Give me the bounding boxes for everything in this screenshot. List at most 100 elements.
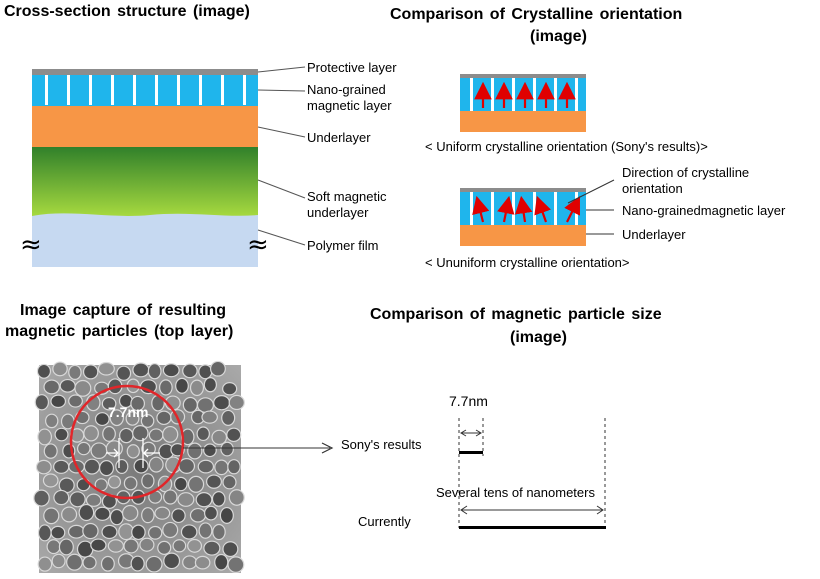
particle-cell [105,440,123,457]
particle-cell [82,522,99,540]
particle-cell [126,444,140,459]
particle-cell [211,429,228,446]
sony-size-value: 7.7nm [449,393,488,409]
particle-cell [178,458,196,474]
particle-cell [123,476,138,491]
label-underlayer: Underlayer [307,130,371,145]
particle-cell [69,491,86,508]
capture-title-1: Image capture of resulting [20,302,227,319]
particle-cell [45,413,59,429]
label-direction-1: Direction of crystalline [622,165,750,180]
particle-cell [123,538,139,554]
grain-boundary [491,192,494,225]
sony-dimension-arrow [460,429,482,437]
tem-size-marker [106,438,160,468]
particle-cell [139,537,155,552]
grain-boundary [155,75,158,105]
particle-cell [206,474,222,489]
particle-cell [66,553,83,571]
label-protective-layer: Protective layer [307,60,397,75]
grain-boundary [243,75,246,105]
particle-cell [37,556,53,572]
particle-cell [109,409,124,427]
particle-cell [99,460,115,477]
label-nano-grained-2: magnetic layer [307,98,392,113]
uniform-protective-layer [460,74,586,78]
particle-cell [141,507,155,524]
grain-boundary [89,75,92,105]
particle-cell [53,489,70,506]
particle-cell [196,426,210,442]
particle-cell [203,443,217,458]
particle-cell [36,363,52,379]
grain-boundary [491,78,494,111]
grain-boundary [533,192,536,225]
particle-cell [162,425,179,443]
tem-size-label: 7.7nm [108,404,149,420]
uniform-caption: < Uniform crystalline orientation (Sony'… [425,139,708,154]
current-size-bar [459,526,606,529]
particle-cell [42,473,59,488]
particle-cell [189,507,207,523]
uniform-grain-boundaries [470,78,578,111]
particle-cell [203,540,221,556]
particle-cell [227,459,241,475]
particle-cell [115,458,129,474]
particle-cell [182,363,198,379]
particle-cell [59,378,76,393]
particle-cell [131,524,146,541]
particle-cell [82,555,97,570]
grain-boundary [199,75,202,105]
nonuniform-protective-layer [460,188,586,192]
cross-section-title: Cross-section structure (image) [4,3,250,20]
grain-boundary [470,192,473,225]
grain-boundary [221,75,224,105]
particle-cell [154,506,171,520]
particle-cell [159,379,173,396]
protective-layer [32,69,258,75]
capture-title-2: magnetic particles (top layer) [5,323,234,340]
particle-cell [145,555,163,573]
particle-cell [101,524,118,540]
particle-cell [195,492,213,508]
particle-cell [182,396,198,413]
particle-cell [194,555,211,570]
particle-cell [51,553,66,569]
pointer-arrowhead [321,442,334,454]
particle-cell [132,362,150,378]
particle-cell [37,524,52,542]
particle-cell [116,365,132,381]
particle-cell [107,475,122,489]
size-guide-lines [458,418,606,528]
particle-cell [209,360,226,377]
particle-cell [43,507,60,525]
particle-cell [201,410,218,424]
particle-cell [182,555,198,570]
particle-cell [189,379,205,397]
particle-cell [101,396,117,411]
particle-cell [83,458,101,475]
particle-cell [187,442,203,460]
particle-cell [173,476,188,492]
particle-cell [204,505,218,521]
particle-cell [119,427,134,444]
tem-particle-texture [33,360,245,573]
particle-cell [46,539,61,555]
uniform-underlayer [460,111,586,132]
particle-cell [58,538,74,556]
break-symbol-left: ≈ [20,230,42,260]
particle-cell [43,379,60,395]
particle-cell [83,425,99,442]
particle-cell [85,493,102,507]
particle-cell [221,409,236,426]
particle-cell [198,364,213,380]
particle-cell [212,523,226,541]
grain-boundary [67,75,70,105]
particle-cell [35,459,52,475]
current-size-value: Several tens of nanometers [436,485,595,500]
particle-cell [226,427,242,443]
particle-cell [172,539,187,553]
particle-cell [125,411,140,426]
orientation-arrow [514,195,533,223]
particle-size-title: Comparison of magnetic particle size [370,306,662,323]
